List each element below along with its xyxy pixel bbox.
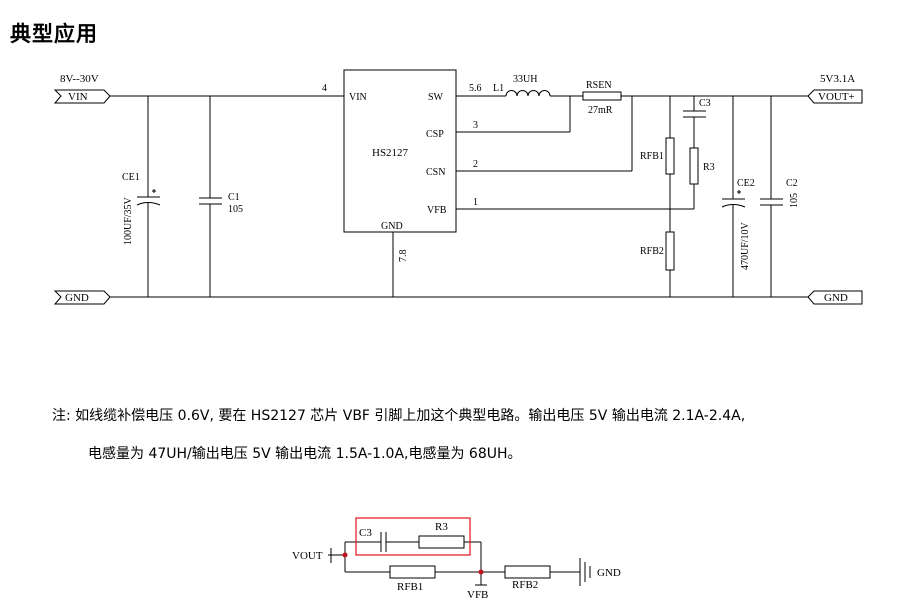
- ce1-value: 100UF/35V: [123, 196, 134, 245]
- ce2-ref: CE2: [737, 178, 755, 189]
- rfb1-label: RFB1: [640, 151, 664, 162]
- ic-name: HS2127: [372, 147, 409, 159]
- rsen-ref: RSEN: [586, 80, 612, 91]
- vin-range-label: 8V--30V: [60, 73, 99, 85]
- note-line-2: 电感量为 47UH/输出电压 5V 输出电流 1.5A-1.0A,电感量为 68…: [88, 446, 522, 462]
- r3-label: R3: [703, 162, 715, 173]
- pin-number-sw: 5.6: [469, 83, 482, 94]
- vin-port-label: VIN: [68, 91, 88, 103]
- vin-port-icon: [53, 89, 111, 104]
- vout-port-icon: [807, 89, 863, 104]
- sub-c3-label: C3: [359, 527, 372, 539]
- gnd-left-label: GND: [65, 292, 89, 304]
- c2-value: 105: [789, 193, 800, 208]
- gnd-right-port-icon: [807, 290, 863, 305]
- ic-pin-csp: CSP: [426, 129, 444, 140]
- pin-number-csp: 3: [473, 120, 478, 131]
- pin-number-gnd: 7.8: [398, 250, 409, 263]
- sub-vfb-label: VFB: [467, 589, 488, 601]
- gnd-right-label: GND: [824, 292, 848, 304]
- c3-label: C3: [699, 98, 711, 109]
- vout-port-label: VOUT+: [818, 91, 855, 103]
- note-line-1: 注: 如线缆补偿电压 0.6V, 要在 HS2127 芯片 VBF 引脚上加这个…: [52, 408, 746, 424]
- inductor-ref: L1: [493, 83, 504, 94]
- sub-vout-label: VOUT: [292, 550, 323, 562]
- ce1-ref: CE1: [122, 172, 140, 183]
- highlight-box: [355, 517, 471, 556]
- rsen-value: 27mR: [588, 105, 613, 116]
- ic-pin-vin: VIN: [349, 92, 367, 103]
- ic-pin-csn: CSN: [426, 167, 445, 178]
- ic-pin-gnd: GND: [381, 221, 403, 232]
- ic-pin-vfb: VFB: [427, 205, 447, 216]
- sub-rfb1-label: RFB1: [397, 581, 423, 593]
- sub-vfb-node: [478, 569, 484, 575]
- sub-gnd-label: GND: [597, 567, 621, 579]
- inductor-value: 33UH: [513, 74, 537, 85]
- sub-vout-node: [342, 552, 348, 558]
- vout-spec-label: 5V3.1A: [820, 73, 855, 85]
- pin-number-vin: 4: [322, 83, 327, 94]
- sub-circuit: [328, 532, 591, 586]
- c2-ref: C2: [786, 178, 798, 189]
- sub-rfb2-label: RFB2: [512, 579, 538, 591]
- sub-r3-label: R3: [435, 521, 448, 533]
- page-title: 典型应用: [10, 22, 98, 46]
- gnd-left-port-icon: [53, 290, 111, 305]
- rfb2-label: RFB2: [640, 246, 664, 257]
- pin-number-csn: 2: [473, 159, 478, 170]
- c1-ref: C1: [228, 192, 240, 203]
- c1-value: 105: [228, 204, 243, 215]
- pin-number-vfb: 1: [473, 197, 478, 208]
- ic-pin-sw: SW: [428, 92, 444, 103]
- ce2-value: 470UF/10V: [740, 221, 751, 270]
